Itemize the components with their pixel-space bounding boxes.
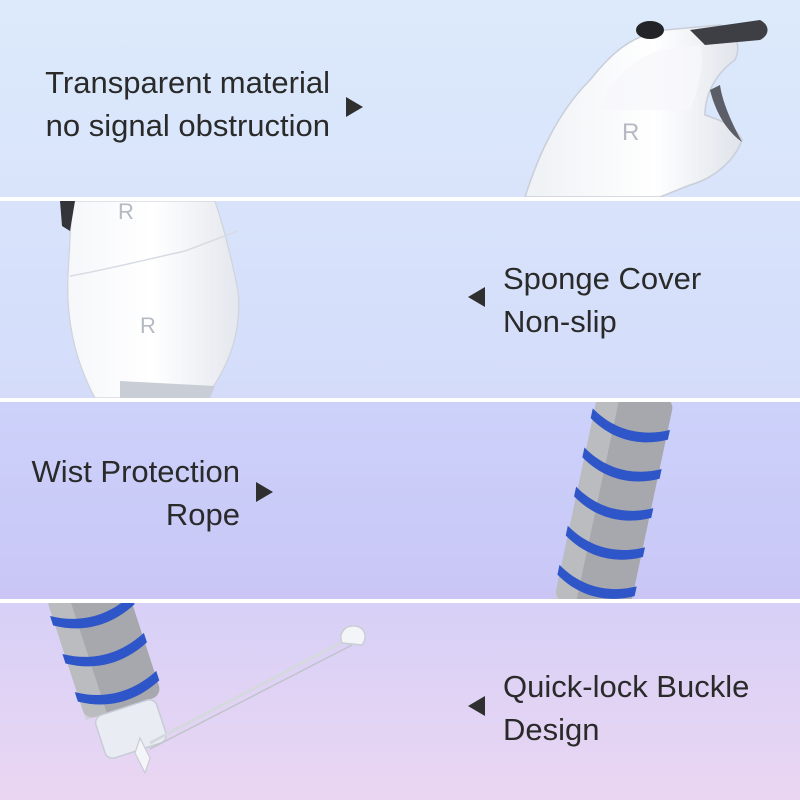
pointer-left-icon [468, 287, 485, 307]
feature-text-2: Sponge Cover Non-slip [503, 257, 701, 343]
buckle-rope-image [45, 603, 366, 775]
controller-letter-mark: R [622, 119, 639, 146]
controller-letter-mark: R [140, 313, 156, 338]
feature-line: Quick-lock Buckle [503, 669, 750, 704]
feature-line: Non-slip [503, 304, 617, 339]
panel-sponge-cover: R R Sponge Cover Non-slip [0, 201, 800, 398]
feature-line: Sponge Cover [503, 261, 702, 296]
feature-line: no signal obstruction [45, 108, 330, 143]
feature-text-3: Wist Protection Rope [0, 450, 240, 536]
feature-text-1: Transparent material no signal obstructi… [0, 61, 330, 147]
feature-text-4: Quick-lock Buckle Design [503, 665, 749, 751]
controller-letter-mark: R [118, 201, 134, 224]
pointer-left-icon [468, 696, 485, 716]
controller-grip-image: R R [60, 201, 240, 398]
feature-line: Wist Protection [31, 454, 240, 489]
controller-top-image: R [524, 20, 768, 197]
pointer-right-icon [346, 97, 363, 117]
feature-line: Design [503, 712, 600, 747]
panel-transparent-material: R Transparent material no signal obstruc… [0, 0, 800, 197]
pointer-right-icon [256, 482, 273, 502]
feature-line: Rope [165, 497, 240, 532]
panel-wrist-rope: Wist Protection Rope [0, 402, 800, 599]
feature-line: Transparent material [45, 65, 330, 100]
sponge-grip-image [554, 402, 673, 599]
panel-quick-lock: Quick-lock Buckle Design [0, 603, 800, 800]
